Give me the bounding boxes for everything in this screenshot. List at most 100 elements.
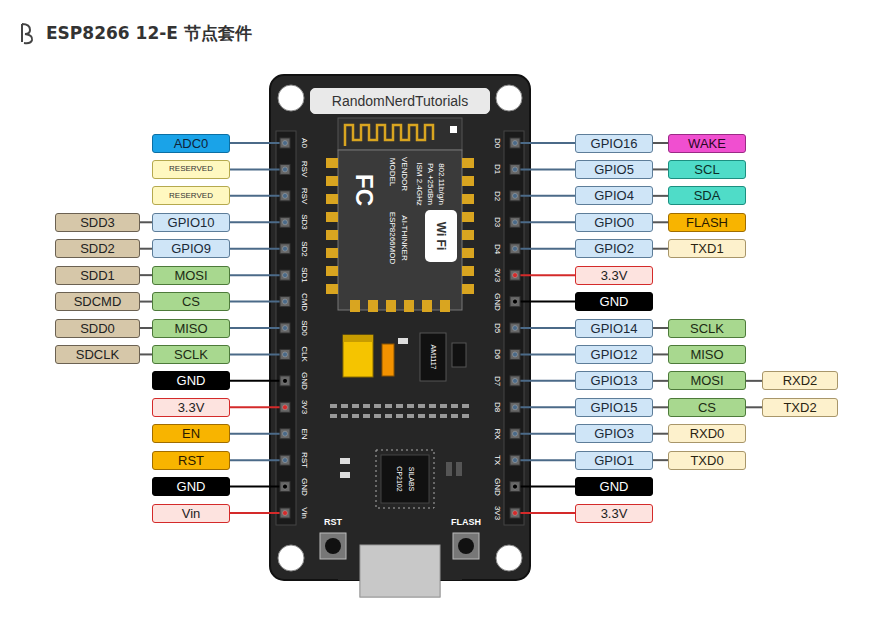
pin-dot: [513, 378, 518, 383]
pin-text: MOSI: [174, 269, 207, 282]
pin-dot: [513, 405, 518, 410]
leader-line: [230, 512, 285, 514]
gpio-box: GPIO3: [575, 424, 653, 443]
gpio-box: GPIO2: [575, 239, 653, 258]
gpio-box: GPIO5: [575, 160, 653, 179]
leader-line: [230, 221, 285, 223]
ground-box: GND: [575, 292, 653, 311]
header-pin: [280, 455, 290, 465]
signal-link: [140, 221, 152, 223]
header-pin: [510, 402, 520, 412]
chip-marking: SILABS: [408, 467, 415, 492]
spi-box: MOSI: [668, 371, 746, 390]
header-pin: [510, 349, 520, 359]
signal-link: [653, 221, 668, 223]
gpio-box: GPIO15: [575, 398, 653, 417]
leader-line: [515, 221, 575, 223]
sd-signal-box: SDD0: [55, 319, 140, 338]
header-pin: [280, 349, 290, 359]
pin-dot: [283, 141, 288, 146]
pin-text: RESERVED: [169, 192, 213, 200]
pin-label: SD1: [300, 267, 308, 283]
pin-text: GND: [600, 480, 629, 493]
pin-label: TX: [493, 455, 501, 465]
uart-box: RXD2: [762, 371, 838, 390]
pin-text: GPIO9: [171, 242, 211, 255]
header-pin: [510, 376, 520, 386]
leader-line: [515, 433, 575, 435]
leader-line: [230, 274, 285, 276]
spi-box: MISO: [152, 319, 230, 338]
brand-label: RandomNerdTutorials: [310, 88, 490, 114]
pin-text: FLASH: [686, 216, 728, 229]
module-marking: AI-THINKER: [400, 215, 408, 260]
signal-link: [140, 353, 152, 355]
pin-text: TXD2: [783, 401, 816, 414]
pin-label: EN: [300, 428, 308, 439]
pin-text: SDA: [694, 189, 721, 202]
signal-link: [653, 459, 668, 461]
sd-signal-box: SDD2: [55, 239, 140, 258]
pin-label: SD0: [300, 320, 308, 336]
fcc-logo: FC: [352, 174, 376, 206]
spi-box: MOSI: [152, 266, 230, 285]
pin-dot: [513, 299, 518, 304]
spi-box: MISO: [668, 345, 746, 364]
pin-text: GPIO12: [591, 348, 638, 361]
ground-box: GND: [152, 371, 230, 390]
header-pin: [510, 429, 520, 439]
i2c-box: SDA: [668, 186, 746, 205]
pin-label: D7: [493, 376, 501, 386]
pin-text: EN: [182, 427, 200, 440]
analog-pin-box: ADC0: [152, 134, 230, 153]
leader-line: [515, 168, 575, 170]
gpio-box: GPIO14: [575, 319, 653, 338]
leader-line: [230, 459, 285, 461]
leader-line: [515, 459, 575, 461]
header-pin: [510, 482, 520, 492]
pin-text: SDCLK: [76, 348, 119, 361]
wifi-logo: [425, 210, 457, 262]
smd-part: [446, 462, 452, 476]
pin-label: RX: [493, 428, 501, 439]
sd-signal-box: SDCMD: [55, 292, 140, 311]
leader-line: [515, 274, 575, 276]
sd-signal-box: SDCLK: [55, 345, 140, 364]
signal-link: [653, 433, 668, 435]
sd-signal-box: SDD1: [55, 266, 140, 285]
signal-link: [653, 142, 668, 144]
chip-marking: CP2102: [396, 466, 403, 491]
pin-dot: [283, 193, 288, 198]
pin-label: D8: [493, 402, 501, 412]
pin-text: GPIO13: [591, 374, 638, 387]
pin-label: 3V3: [493, 506, 501, 520]
reserved-pin-box: RESERVED: [152, 160, 230, 179]
header-pin: [280, 217, 290, 227]
leader-line: [230, 327, 285, 329]
pin-dot: [283, 299, 288, 304]
leader-line: [230, 195, 285, 197]
signal-link: [746, 406, 762, 408]
pin-dot: [513, 246, 518, 251]
signal-link: [653, 327, 668, 329]
pin-text: SDD3: [80, 216, 115, 229]
esp-module: [338, 150, 462, 310]
pin-text: CS: [698, 401, 716, 414]
pin-dot: [513, 326, 518, 331]
header-pin: [280, 164, 290, 174]
pin-text: SDD1: [80, 269, 115, 282]
header-pin: [280, 402, 290, 412]
sd-signal-box: SDD3: [55, 213, 140, 232]
pin-text: MOSI: [690, 374, 723, 387]
module-marking: ISM 2.4GHz: [415, 162, 423, 206]
header-pin: [510, 191, 520, 201]
pin-text: RandomNerdTutorials: [332, 94, 468, 108]
pin-dot: [513, 431, 518, 436]
gpio-box: GPIO12: [575, 345, 653, 364]
flash-button: [453, 533, 479, 559]
pin-dot: [513, 273, 518, 278]
header-pin: [280, 297, 290, 307]
header-pin: [510, 455, 520, 465]
leader-line: [515, 512, 575, 514]
pin-text: RESERVED: [169, 165, 213, 173]
